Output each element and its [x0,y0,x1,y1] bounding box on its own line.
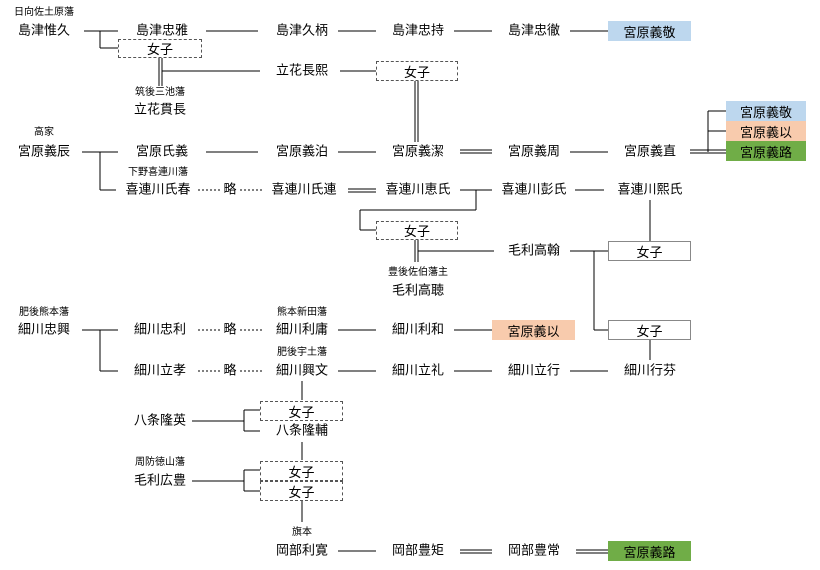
highlight-node: 宮原義以 [726,121,806,141]
person-node: 細川忠利 [133,322,187,338]
person-node: 喜連川氏春 [125,182,191,198]
node-annotation: 肥後熊本藩 [19,307,69,318]
person-node: 宮原氏義 [135,144,189,160]
person-node: 細川利和 [391,322,445,338]
person-node: 立花貫長 [133,102,187,118]
highlight-node: 宮原義以 [492,320,575,340]
person-node: 立花長熙 [275,63,329,79]
node-annotation: 高家 [34,127,54,138]
person-node: 細川立孝 [133,363,187,379]
highlight-node: 宮原義路 [608,541,691,561]
daughter-box: 女子 [118,39,202,58]
person-node: 宮原義辰 [17,144,71,160]
node-annotation: 日向佐土原藩 [14,7,74,18]
person-node: 宮原義潔 [391,144,445,160]
ryaku-mark: 略 [223,363,237,379]
person-node: 毛利高聴 [391,283,445,299]
node-annotation: 周防徳山藩 [135,457,185,468]
daughter-box: 女子 [260,461,343,481]
node-annotation: 肥後宇土藩 [277,347,327,358]
person-node: 宮原義泊 [275,144,329,160]
daughter-box: 女子 [376,61,458,81]
highlight-node: 宮原義路 [726,141,806,161]
person-node: 細川興文 [275,363,329,379]
daughter-box: 女子 [260,481,343,501]
person-node: 細川行芬 [623,363,677,379]
person-node: 島津忠持 [391,23,445,39]
person-node: 岡部豊矩 [391,543,445,559]
daughter-box: 女子 [608,241,691,261]
highlight-node: 宮原義敬 [726,101,806,121]
person-node: 八条隆英 [133,413,187,429]
highlight-node: 宮原義敬 [608,21,691,41]
person-node: 島津久柄 [275,23,329,39]
person-node: 細川立礼 [391,363,445,379]
person-node: 毛利広豊 [133,473,187,489]
node-annotation: 熊本新田藩 [277,307,327,318]
person-node: 岡部豊常 [507,543,561,559]
person-node: 岡部利寛 [275,543,329,559]
node-annotation: 下野喜連川藩 [128,167,188,178]
person-node: 島津惟久 [17,23,71,39]
person-node: 喜連川恵氏 [385,182,451,198]
person-node: 喜連川氏連 [271,182,337,198]
node-annotation: 豊後佐伯藩主 [388,267,448,278]
node-annotation: 筑後三池藩 [135,87,185,98]
person-node: 毛利高翰 [507,243,561,259]
daughter-box: 女子 [376,221,458,240]
person-node: 島津忠雅 [135,23,189,39]
person-node: 宮原義直 [623,144,677,160]
ryaku-mark: 略 [223,182,237,198]
person-node: 細川立行 [507,363,561,379]
ryaku-mark: 略 [223,322,237,338]
person-node: 細川忠興 [17,322,71,338]
person-node: 喜連川熙氏 [617,182,683,198]
person-node: 島津忠徹 [507,23,561,39]
daughter-box: 女子 [608,320,691,340]
person-node: 宮原義周 [507,144,561,160]
person-node: 細川利庸 [275,322,329,338]
node-annotation: 旗本 [292,527,312,538]
person-node: 八条隆輔 [275,423,329,439]
daughter-box: 女子 [260,401,343,421]
person-node: 喜連川彭氏 [501,182,567,198]
